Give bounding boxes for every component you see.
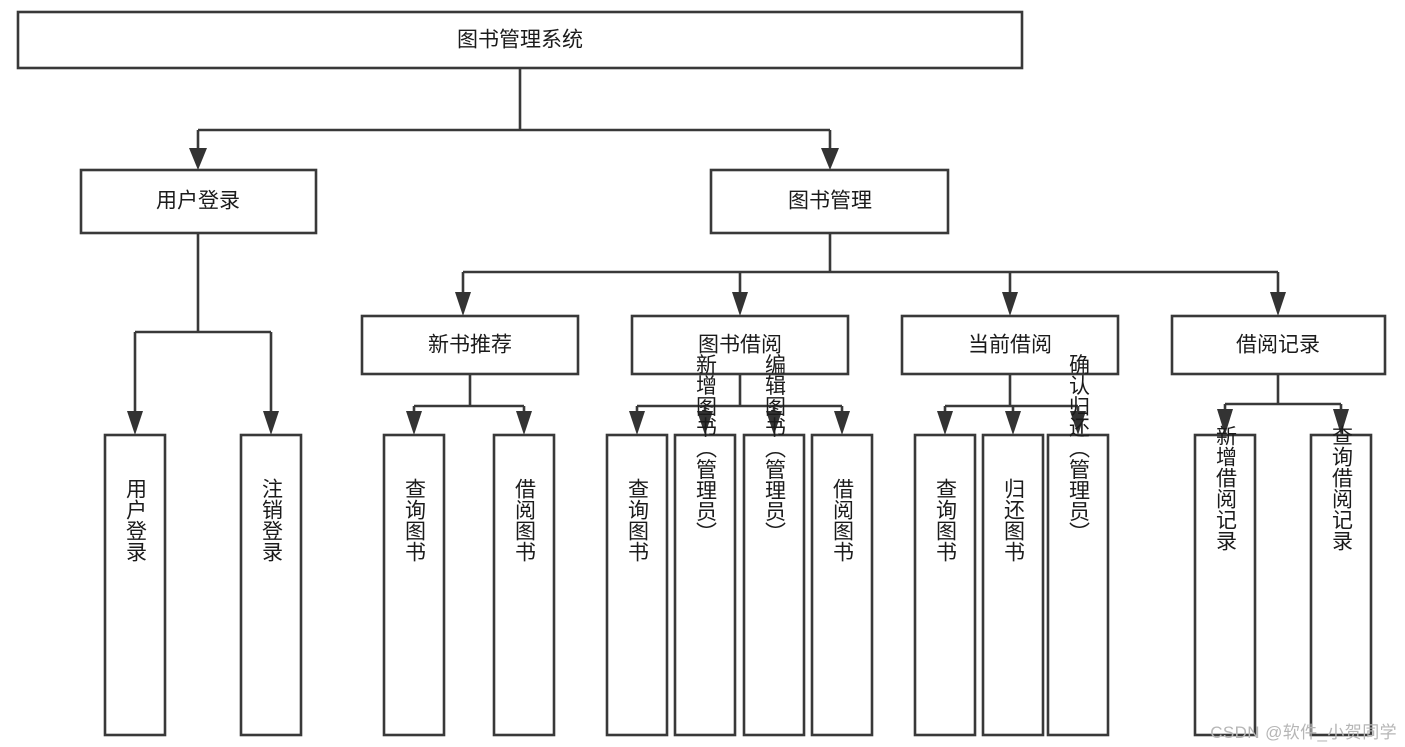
arrow-user-login <box>189 148 207 170</box>
leaf-current-borrow-query-box <box>913 433 977 737</box>
arrow-bookborrow <box>732 292 748 316</box>
node-current-borrow-box <box>900 314 1120 376</box>
leaf-user-login-login-box <box>103 433 167 737</box>
leaf-book-borrow-add-label: 新增图书（管理员） <box>694 354 718 543</box>
leaf-current-borrow-return-label: 归还图书 <box>1002 478 1026 562</box>
arrow-leaf-user-login-2 <box>263 411 279 435</box>
leaf-borrow-record-add-label: 新增借阅记录 <box>1214 425 1238 551</box>
arrow-borrowrecord <box>1270 292 1286 316</box>
leaf-user-login-logout[interactable]: 注销登录 <box>239 433 303 737</box>
node-book-borrow[interactable]: 图书借阅 <box>630 314 850 376</box>
arrow-leaf-bookborrow-2 <box>697 411 713 435</box>
arrow-currentborrow <box>1002 292 1018 316</box>
node-root-box <box>16 10 1024 70</box>
arrow-leaf-borrowrecord-2 <box>1333 409 1349 435</box>
leaf-book-borrow-add-box <box>673 433 737 737</box>
leaf-borrow-record-query-label: 查询借阅记录 <box>1330 425 1354 551</box>
leaf-book-borrow-edit-label: 编辑图书（管理员） <box>763 354 787 543</box>
node-book-borrow-box <box>630 314 850 376</box>
leaf-current-borrow-confirm-return-label: 确认归还（管理员） <box>1067 354 1091 543</box>
node-new-book-recommend-label: 新书推荐 <box>428 334 512 357</box>
node-borrow-record[interactable]: 借阅记录 <box>1170 314 1387 376</box>
leaf-borrow-record-query-box <box>1309 433 1373 737</box>
arrow-leaf-newbook-2 <box>516 411 532 435</box>
leaf-current-borrow-query-label: 查询图书 <box>934 478 958 562</box>
node-user-login-box <box>79 168 318 235</box>
node-new-book-recommend[interactable]: 新书推荐 <box>360 314 580 376</box>
leaf-current-borrow-return-box <box>981 433 1045 737</box>
leaf-book-borrow-edit[interactable]: 编辑图书（管理员） <box>742 354 806 737</box>
leaf-current-borrow-return[interactable]: 归还图书 <box>981 433 1045 737</box>
leaf-new-book-borrow-label: 借阅图书 <box>513 478 537 562</box>
node-user-login-label: 用户登录 <box>156 190 240 213</box>
leaf-book-borrow-query[interactable]: 查询图书 <box>605 433 669 737</box>
node-current-borrow-label: 当前借阅 <box>968 334 1052 357</box>
leaf-new-book-borrow[interactable]: 借阅图书 <box>492 433 556 737</box>
node-book-management-box <box>709 168 950 235</box>
arrow-leaf-currentborrow-1 <box>937 411 953 435</box>
leaf-book-borrow-borrow[interactable]: 借阅图书 <box>810 433 874 737</box>
connector-layer <box>127 68 1349 435</box>
leaf-new-book-query-label: 查询图书 <box>403 478 427 562</box>
leaf-book-borrow-borrow-box <box>810 433 874 737</box>
arrow-leaf-borrowrecord-1 <box>1217 409 1233 435</box>
node-borrow-record-label: 借阅记录 <box>1236 334 1320 357</box>
leaf-current-borrow-confirm-return[interactable]: 确认归还（管理员） <box>1046 354 1110 737</box>
node-book-management[interactable]: 图书管理 <box>709 168 950 235</box>
leaf-book-borrow-borrow-label: 借阅图书 <box>831 478 855 562</box>
leaf-current-borrow-query[interactable]: 查询图书 <box>913 433 977 737</box>
arrow-leaf-bookborrow-1 <box>629 411 645 435</box>
node-book-management-label: 图书管理 <box>788 190 872 213</box>
leaf-book-borrow-add[interactable]: 新增图书（管理员） <box>673 354 737 737</box>
leaf-current-borrow-confirm-return-box <box>1046 433 1110 737</box>
leaf-borrow-record-add[interactable]: 新增借阅记录 <box>1193 425 1257 737</box>
arrow-leaf-currentborrow-2 <box>1005 411 1021 435</box>
leaf-book-borrow-edit-box <box>742 433 806 737</box>
leaf-new-book-borrow-box <box>492 433 556 737</box>
leaf-borrow-record-query[interactable]: 查询借阅记录 <box>1309 425 1373 737</box>
arrow-book-manage <box>821 148 839 170</box>
node-borrow-record-box <box>1170 314 1387 376</box>
arrow-leaf-bookborrow-3 <box>766 411 782 435</box>
arrow-leaf-newbook-1 <box>406 411 422 435</box>
leaf-book-borrow-query-label: 查询图书 <box>626 478 650 562</box>
node-user-login[interactable]: 用户登录 <box>79 168 318 235</box>
arrow-newbook <box>455 292 471 316</box>
node-current-borrow[interactable]: 当前借阅 <box>900 314 1120 376</box>
leaf-book-borrow-query-box <box>605 433 669 737</box>
node-root-book-management-system[interactable]: 图书管理系统 <box>16 10 1024 70</box>
leaf-new-book-query[interactable]: 查询图书 <box>382 433 446 737</box>
arrow-leaf-bookborrow-4 <box>834 411 850 435</box>
leaf-user-login-login-label: 用户登录 <box>124 478 148 562</box>
leaf-new-book-query-box <box>382 433 446 737</box>
node-root-label: 图书管理系统 <box>457 29 583 52</box>
leaf-user-login-logout-box <box>239 433 303 737</box>
leaf-borrow-record-add-box <box>1193 433 1257 737</box>
arrow-leaf-user-login-1 <box>127 411 143 435</box>
arrow-leaf-currentborrow-3 <box>1070 411 1086 435</box>
leaf-user-login-logout-label: 注销登录 <box>260 478 284 562</box>
node-book-borrow-label: 图书借阅 <box>698 334 782 357</box>
node-new-book-recommend-box <box>360 314 580 376</box>
leaf-user-login-login[interactable]: 用户登录 <box>103 433 167 737</box>
